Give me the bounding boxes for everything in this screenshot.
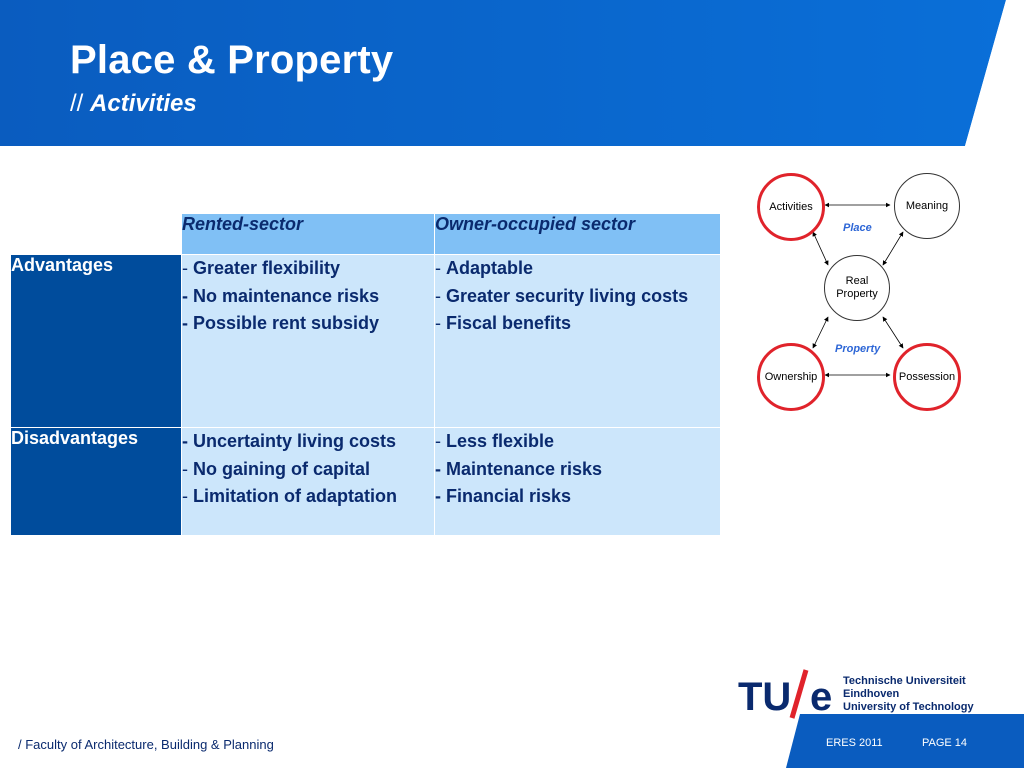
page-title: Place & Property: [70, 38, 394, 82]
tue-logo-text: Technische Universiteit Eindhoven Univer…: [843, 675, 974, 714]
subtitle-prefix: //: [70, 90, 84, 117]
table-corner: [10, 213, 182, 255]
column-header-rented: Rented-sector: [181, 213, 435, 255]
page-subtitle: // Activities: [70, 90, 197, 118]
logo-tu: TU: [738, 675, 791, 719]
header-band: Place & Property // Activities: [0, 0, 1024, 146]
list-item: - Uncertainty living costs: [182, 431, 397, 451]
node-ownership: Ownership: [757, 343, 825, 411]
label-property: Property: [835, 343, 881, 355]
node-meaning: Meaning: [894, 173, 960, 239]
list-item: - No gaining of capital: [182, 458, 371, 479]
list-item: - Less flexible: [435, 431, 555, 451]
footer-faculty: / Faculty of Architecture, Building & Pl…: [18, 737, 274, 752]
cell-disadvantages-rented: - Uncertainty living costs - No gaining …: [181, 427, 435, 536]
logo-line-1: Technische Universiteit: [843, 675, 966, 687]
list-item: - Adaptable: [435, 258, 534, 278]
footer-event: ERES 2011: [826, 737, 883, 749]
node-activities: Activities: [757, 173, 825, 241]
cell-advantages-rented: - Greater flexibility - No maintenance r…: [181, 254, 435, 428]
table-header-row: Rented-sector Owner-occupied sector: [10, 213, 721, 255]
list-item: - Greater security living costs: [435, 285, 689, 306]
tue-logo-mark: TU e: [738, 669, 832, 719]
logo-line-3: University of Technology: [843, 701, 974, 713]
comparison-table: Rented-sector Owner-occupied sector Adva…: [10, 213, 721, 536]
node-possession: Possession: [893, 343, 961, 411]
header-background: [0, 0, 1024, 146]
row-header-disadvantages: Disadvantages: [10, 427, 182, 536]
list-item: - Fiscal benefits: [435, 313, 572, 333]
list-item: - Possible rent subsidy: [182, 313, 380, 333]
list-item: - Maintenance risks: [435, 458, 603, 479]
subtitle-text: Activities: [90, 90, 197, 117]
table-row-disadvantages: Disadvantages - Uncertainty living costs…: [10, 427, 721, 536]
cell-disadvantages-owner: - Less flexible - Maintenance risks - Fi…: [434, 427, 721, 536]
list-item: - No maintenance risks: [182, 285, 380, 306]
footer-band: [786, 714, 1024, 768]
footer-page-number: PAGE 14: [922, 737, 968, 749]
list-item: - Limitation of adaptation: [182, 486, 397, 506]
list-item: - Greater flexibility: [182, 258, 341, 278]
logo-line-2: Eindhoven: [843, 688, 900, 700]
logo-e: e: [810, 675, 832, 719]
node-real-property-line2: Property: [836, 288, 878, 300]
row-header-advantages: Advantages: [10, 254, 182, 428]
label-place: Place: [843, 222, 872, 234]
logo-slash: [789, 669, 809, 719]
cell-advantages-owner: - Adaptable - Greater security living co…: [434, 254, 721, 428]
node-real-property-line1: Real: [845, 275, 869, 287]
list-item: - Financial risks: [435, 486, 572, 506]
column-header-owner: Owner-occupied sector: [434, 213, 721, 255]
table-row-advantages: Advantages - Greater flexibility - No ma…: [10, 254, 721, 428]
diagram-arrows: [812, 202, 904, 378]
